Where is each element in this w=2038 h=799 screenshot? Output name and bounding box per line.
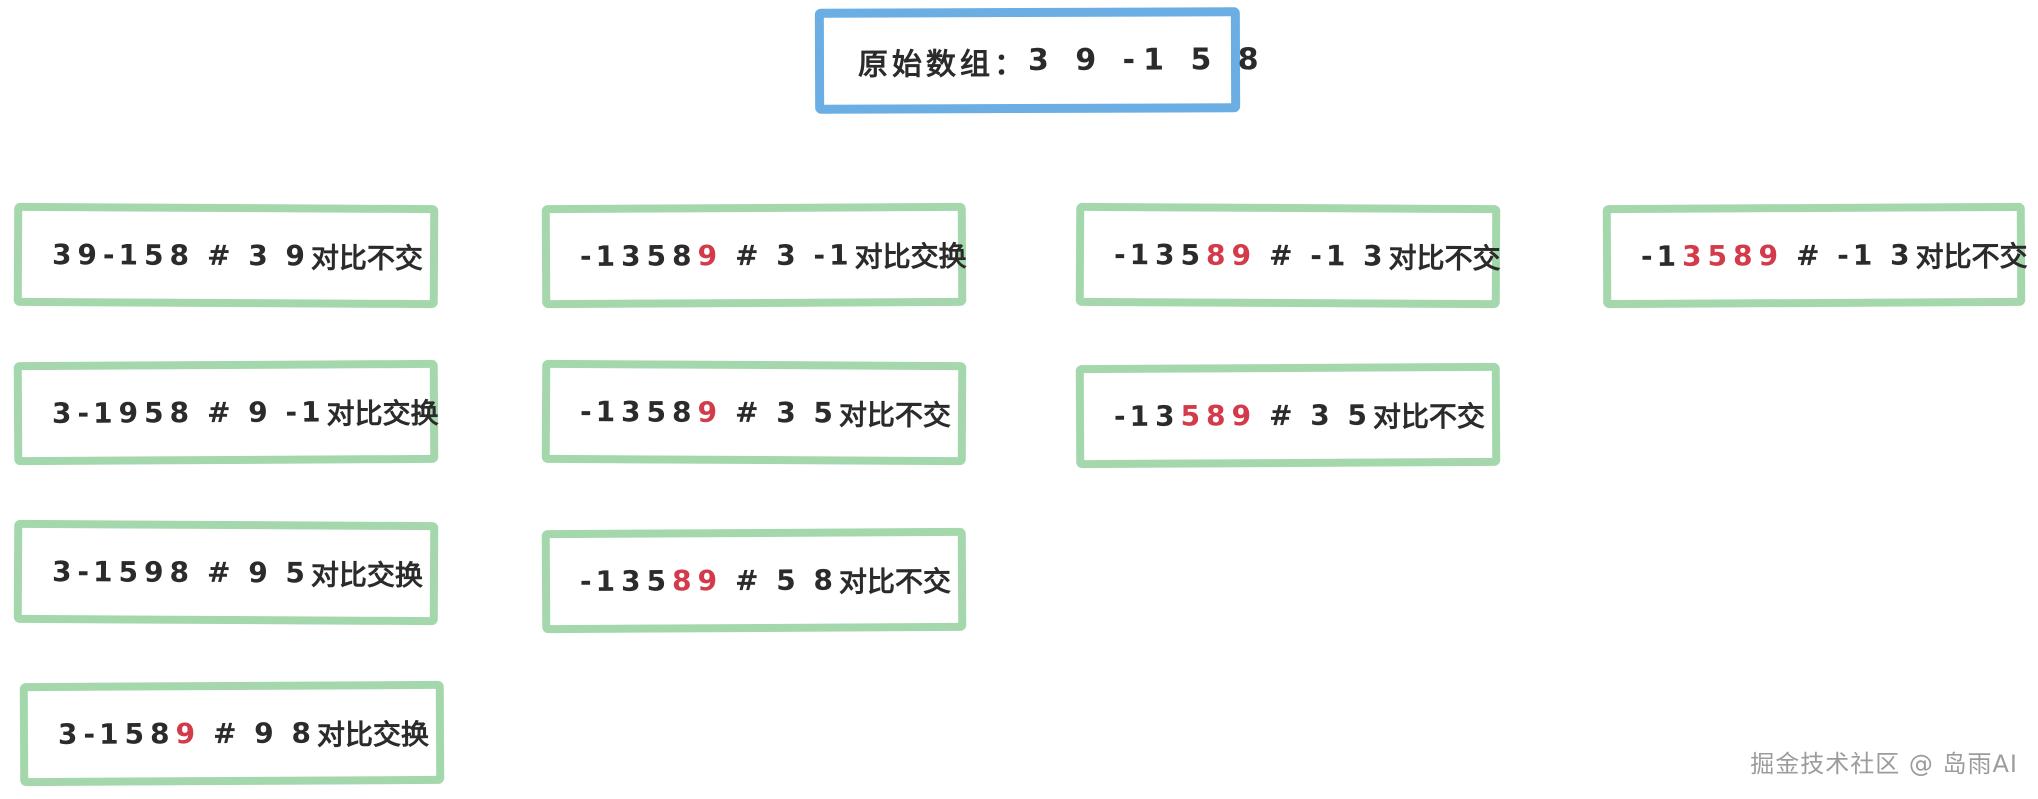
sorted-number: 5 xyxy=(1180,399,1205,433)
array-number: 9 xyxy=(77,238,102,272)
sorted-number: 8 xyxy=(1205,399,1230,433)
step-compare: # -1 3 xyxy=(1268,238,1387,273)
array-number: -1 xyxy=(1113,399,1154,433)
step-box: -13589 # -1 3 对比不交 xyxy=(1075,202,1501,309)
array-number: 3 xyxy=(51,555,76,589)
step-compare: # 9 -1 xyxy=(206,395,325,430)
step-compare: # 3 5 xyxy=(734,395,838,430)
step-sequence: 3-1598 xyxy=(52,555,195,589)
step-box: -13589 # -1 3 对比不交 xyxy=(1602,202,2028,309)
array-number: 5 xyxy=(124,717,149,751)
sorted-number: 3 xyxy=(1682,239,1706,273)
array-number: 5 xyxy=(646,564,671,598)
sorted-number: 9 xyxy=(697,239,722,273)
step-box: -13589 # 3 5 对比不交 xyxy=(541,359,967,466)
array-number: -1 xyxy=(77,396,117,430)
array-number: 9 xyxy=(118,396,143,430)
original-array-label: 原始数组： xyxy=(857,46,1029,83)
sorted-number: 9 xyxy=(697,395,722,429)
step-box: -13589 # 5 8 对比不交 xyxy=(541,527,967,634)
step-action: 对比交换 xyxy=(326,396,439,430)
array-number: -1 xyxy=(579,564,620,598)
step-action: 对比不交 xyxy=(310,240,424,275)
sorted-number: 8 xyxy=(1205,238,1230,272)
step-compare: # 9 8 xyxy=(212,716,316,751)
array-number: -1 xyxy=(102,238,143,272)
sorted-number: 9 xyxy=(175,717,200,751)
step-box: 3-1589 # 9 8 对比交换 xyxy=(19,680,445,787)
array-number: 5 xyxy=(143,238,168,272)
array-number: 5 xyxy=(646,395,671,429)
array-number: 3 xyxy=(1155,399,1179,433)
array-number: 3 xyxy=(1155,238,1179,272)
step-box: 3-1958 # 9 -1 对比交换 xyxy=(13,359,439,466)
step-box: 39-158 # 3 9 对比不交 xyxy=(13,202,439,309)
array-number: 3 xyxy=(621,239,645,273)
original-array-box: 原始数组： 3 9 -1 5 8 xyxy=(814,7,1267,114)
array-number: 3 xyxy=(57,717,82,751)
step-action: 对比交换 xyxy=(310,557,424,592)
step-sequence: 3-1589 xyxy=(58,717,201,751)
sorted-number: 5 xyxy=(1707,239,1732,273)
sorted-number: 8 xyxy=(671,564,696,598)
step-box: -13589 # 3 -1 对比交换 xyxy=(541,202,967,309)
array-number: 3 xyxy=(621,395,645,429)
step-sequence: -13589 xyxy=(1641,239,1784,273)
step-sequence: -13589 xyxy=(1114,238,1257,272)
array-number: 8 xyxy=(149,717,174,751)
sorted-number: 9 xyxy=(1758,239,1783,273)
step-box: -13589 # 3 5 对比不交 xyxy=(1075,362,1501,469)
array-number: -1 xyxy=(579,239,620,273)
step-compare: # 5 8 xyxy=(734,563,838,598)
array-number: 8 xyxy=(169,396,194,430)
original-array-values: 3 9 -1 5 8 xyxy=(1027,42,1267,78)
step-action: 对比不交 xyxy=(838,397,952,432)
step-compare: # 3 -1 xyxy=(734,238,853,273)
array-number: 3 xyxy=(51,238,76,272)
array-number: 8 xyxy=(671,395,696,429)
array-number: 8 xyxy=(169,238,194,272)
array-number: -1 xyxy=(579,395,620,429)
step-sequence: -13589 xyxy=(1114,399,1257,433)
step-sequence: -13589 xyxy=(580,239,723,273)
array-number: 3 xyxy=(51,396,76,430)
step-sequence: -13589 xyxy=(580,395,723,429)
sorted-number: 9 xyxy=(1231,399,1256,433)
step-action: 对比不交 xyxy=(1372,399,1486,434)
array-number: 5 xyxy=(118,555,143,589)
step-action: 对比交换 xyxy=(316,717,430,752)
array-number: 5 xyxy=(1180,238,1205,272)
array-number: -1 xyxy=(1113,238,1154,272)
step-action: 对比交换 xyxy=(854,239,967,273)
sorted-number: 9 xyxy=(1231,238,1256,272)
array-number: -1 xyxy=(1640,239,1681,273)
step-compare: # 3 9 xyxy=(206,238,310,273)
array-number: 3 xyxy=(621,564,645,598)
array-number: 5 xyxy=(646,239,671,273)
array-number: 5 xyxy=(143,396,168,430)
watermark: 掘金技术社区 @ 岛雨AI xyxy=(1750,750,2018,778)
step-sequence: 39-158 xyxy=(52,238,195,272)
array-number: 8 xyxy=(169,555,194,589)
step-action: 对比不交 xyxy=(1915,239,2028,273)
array-number: -1 xyxy=(83,717,123,751)
array-number: 9 xyxy=(143,555,168,589)
step-compare: # 9 5 xyxy=(206,555,310,590)
step-sequence: 3-1958 xyxy=(52,396,195,430)
step-box: 3-1598 # 9 5 对比交换 xyxy=(13,519,439,626)
step-compare: # -1 3 xyxy=(1795,238,1914,273)
step-sequence: -13589 xyxy=(580,564,723,598)
array-number: 8 xyxy=(671,239,696,273)
step-action: 对比不交 xyxy=(1388,241,1501,275)
array-number: -1 xyxy=(77,555,117,589)
sorted-number: 9 xyxy=(697,564,722,598)
sorted-number: 8 xyxy=(1732,239,1757,273)
step-action: 对比不交 xyxy=(838,564,952,599)
step-compare: # 3 5 xyxy=(1268,398,1372,433)
